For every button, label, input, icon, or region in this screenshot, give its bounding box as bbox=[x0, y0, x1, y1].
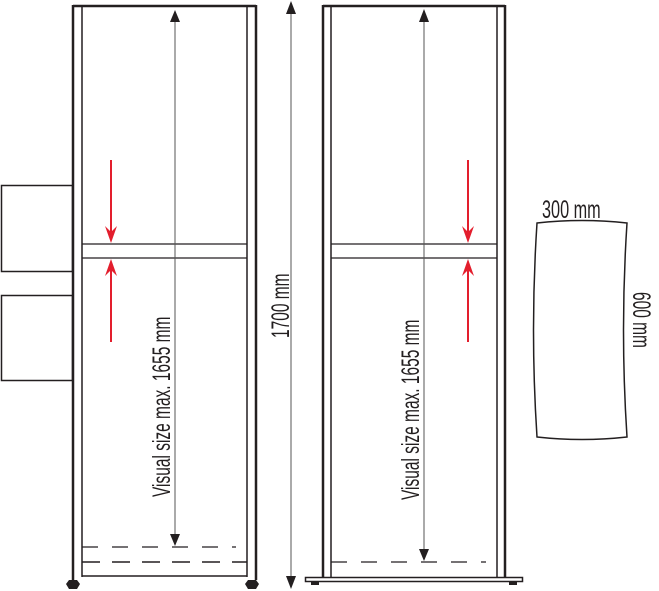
arrow-down-icon bbox=[286, 576, 296, 589]
left-caster-icon bbox=[66, 580, 80, 589]
right-base-plate bbox=[304, 576, 524, 583]
base-plate-shape: 300 mm 600 mm bbox=[532, 197, 655, 441]
right-red-arrows bbox=[462, 160, 474, 342]
overall-height-dimension: 1700 mm bbox=[267, 1, 296, 589]
right-visual-size-label: Visual size max. 1655 mm bbox=[397, 320, 425, 500]
left-side-box-top bbox=[0, 184, 74, 273]
red-arrow-down-icon bbox=[462, 226, 474, 243]
left-side-box-bottom bbox=[0, 294, 74, 382]
base-width-label: 300 mm bbox=[542, 197, 601, 224]
left-red-arrows bbox=[105, 160, 117, 342]
left-stand: Visual size max. 1655 mm bbox=[0, 4, 259, 589]
arrow-up-icon bbox=[170, 10, 180, 22]
arrow-up-icon bbox=[419, 9, 429, 22]
arrow-down-icon bbox=[419, 549, 429, 561]
arrow-down-icon bbox=[170, 534, 180, 546]
base-height-label: 600 mm bbox=[627, 292, 655, 348]
red-arrow-up-icon bbox=[105, 259, 117, 276]
arrow-up-icon bbox=[286, 1, 296, 14]
red-arrow-down-icon bbox=[105, 226, 117, 243]
right-caster-icon bbox=[245, 580, 259, 589]
right-foot-left-icon bbox=[311, 582, 319, 585]
left-visual-size-label: Visual size max. 1655 mm bbox=[148, 317, 176, 497]
overall-height-label: 1700 mm bbox=[267, 273, 295, 338]
right-stand: Visual size max. 1655 mm bbox=[304, 4, 524, 585]
red-arrow-up-icon bbox=[462, 259, 474, 276]
right-foot-right-icon bbox=[509, 582, 517, 585]
